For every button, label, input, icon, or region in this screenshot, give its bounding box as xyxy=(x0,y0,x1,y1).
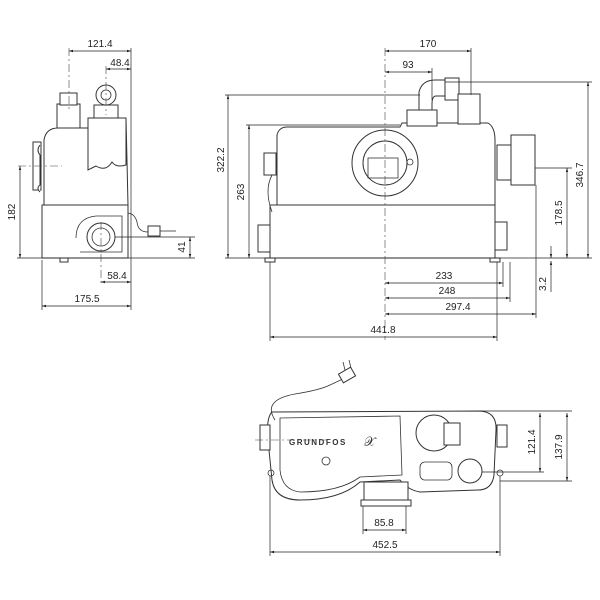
dim-441-8: 441.8 xyxy=(370,325,395,336)
dim-263: 263 xyxy=(236,183,247,200)
dim-175-5: 175.5 xyxy=(74,294,99,305)
top-view: GRUNDFOS 𝒳 121.4 137.9 85.8 452.5 xyxy=(255,359,572,556)
dim-85-8: 85.8 xyxy=(374,518,394,529)
dim-48-4: 48.4 xyxy=(110,58,130,69)
dim-58-4: 58.4 xyxy=(107,271,127,282)
dim-346-7: 346.7 xyxy=(575,162,586,187)
front-view-body xyxy=(257,77,536,263)
dim-233: 233 xyxy=(436,271,453,282)
dim-297-4: 297.4 xyxy=(445,302,470,313)
grundfos-x-logo-icon: 𝒳 xyxy=(364,434,377,449)
side-view-body xyxy=(32,84,176,263)
dim-248: 248 xyxy=(439,286,456,297)
dim-182: 182 xyxy=(7,203,18,220)
dim-3-2: 3.2 xyxy=(538,277,549,291)
dim-93: 93 xyxy=(402,60,414,71)
dim-121-4: 121.4 xyxy=(87,39,112,50)
dim-170: 170 xyxy=(420,39,437,50)
side-view: 121.4 48.4 182 41 58.4 175.5 xyxy=(7,39,195,310)
dim-452-5: 452.5 xyxy=(372,540,397,551)
dim-41: 41 xyxy=(177,241,188,253)
top-view-body: GRUNDFOS 𝒳 xyxy=(259,359,508,507)
grundfos-logo: GRUNDFOS xyxy=(289,438,347,447)
dim-121-4-top: 121.4 xyxy=(527,429,538,454)
dim-322-2: 322.2 xyxy=(216,147,227,172)
front-view: 170 93 322.2 263 346.7 178.5 3.2 233 248… xyxy=(216,39,592,341)
dim-137-9: 137.9 xyxy=(554,434,565,459)
dim-178-5: 178.5 xyxy=(554,200,565,225)
